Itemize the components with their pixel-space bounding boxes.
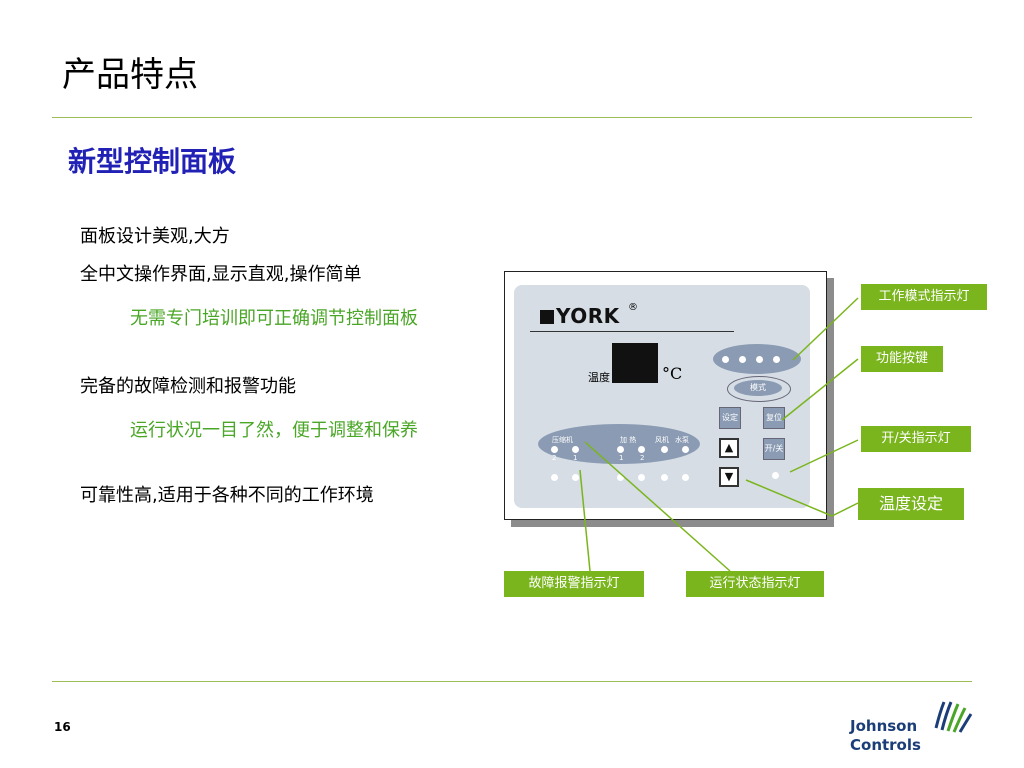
page-number: 16 <box>54 720 71 734</box>
up-key[interactable]: ▲ <box>719 438 739 458</box>
york-mark-icon <box>540 310 554 324</box>
status-indicator-group <box>538 424 700 464</box>
heating-label: 加 热 <box>620 436 637 444</box>
heating-2-led <box>638 446 645 453</box>
temperature-display <box>612 343 658 383</box>
status-number: 1 <box>573 454 578 462</box>
bullet-1: 面板设计美观,大方 <box>80 226 230 247</box>
mode-button[interactable]: 模式 <box>734 380 782 396</box>
down-key[interactable]: ▼ <box>719 467 739 487</box>
status-number: 2 <box>640 454 645 462</box>
power-indicator-connector <box>789 439 859 473</box>
brand-logo: YORK <box>540 304 620 328</box>
run-indicator-connector <box>584 441 731 572</box>
reset-key[interactable]: 复位 <box>763 407 785 429</box>
callout-function-keys: 功能按键 <box>861 346 943 372</box>
bullet-2-sub: 无需专门培训即可正确调节控制面板 <box>130 308 418 329</box>
compressor-label: 压缩机 <box>552 436 573 444</box>
mode-led-3 <box>756 356 763 363</box>
status-number: 1 <box>619 454 624 462</box>
fault-led-2 <box>572 474 579 481</box>
status-number: 2 <box>552 454 557 462</box>
registered-mark: ® <box>628 302 638 313</box>
fault-indicator-connector <box>579 469 591 572</box>
pump-led <box>682 446 689 453</box>
callout-run-indicator: 运行状态指示灯 <box>686 571 824 597</box>
fault-led-1 <box>551 474 558 481</box>
slide-subtitle: 新型控制面板 <box>68 145 237 178</box>
set-key[interactable]: 设定 <box>719 407 741 429</box>
logo-line-2: Controls <box>850 736 921 754</box>
slide-title: 产品特点 <box>62 55 198 95</box>
callout-temperature-setting: 温度设定 <box>858 488 964 520</box>
heating-1-led <box>617 446 624 453</box>
power-key[interactable]: 开/关 <box>763 438 785 460</box>
title-divider <box>52 117 972 118</box>
callout-power-indicator: 开/关指示灯 <box>861 426 971 452</box>
mode-button-ring <box>727 376 791 402</box>
temperature-label: 温度 <box>588 371 610 384</box>
power-indicator-led <box>772 472 779 479</box>
temperature-connector-b <box>745 479 833 517</box>
bullet-3-sub: 运行状况一目了然，便于调整和保养 <box>130 420 418 441</box>
company-logo-icon <box>934 701 973 733</box>
fault-led-4 <box>638 474 645 481</box>
fault-led-3 <box>617 474 624 481</box>
bullet-4: 可靠性高,适用于各种不同的工作环境 <box>80 485 374 506</box>
mode-led-1 <box>722 356 729 363</box>
logo-line-1: Johnson <box>850 717 918 735</box>
function-keys-connector <box>781 358 859 421</box>
fault-led-6 <box>682 474 689 481</box>
mode-indicator-connector <box>792 297 859 361</box>
mode-led-4 <box>773 356 780 363</box>
pump-label: 水泵 <box>675 436 689 444</box>
temperature-connector-a <box>831 502 859 517</box>
brand-name: YORK <box>556 304 620 328</box>
bullet-3: 完备的故障检测和报警功能 <box>80 376 296 397</box>
callout-fault-indicator: 故障报警指示灯 <box>504 571 644 597</box>
temperature-unit: °C <box>662 364 683 383</box>
fan-label: 风机 <box>655 436 669 444</box>
compressor-2-led <box>551 446 558 453</box>
fan-led <box>661 446 668 453</box>
compressor-1-led <box>572 446 579 453</box>
bullet-2: 全中文操作界面,显示直观,操作简单 <box>80 264 362 285</box>
panel-divider <box>530 331 734 332</box>
company-logo-text: Johnson Controls <box>850 717 921 755</box>
footer-divider <box>52 681 972 682</box>
fault-led-5 <box>661 474 668 481</box>
mode-led-2 <box>739 356 746 363</box>
callout-mode-indicator: 工作模式指示灯 <box>861 284 987 310</box>
